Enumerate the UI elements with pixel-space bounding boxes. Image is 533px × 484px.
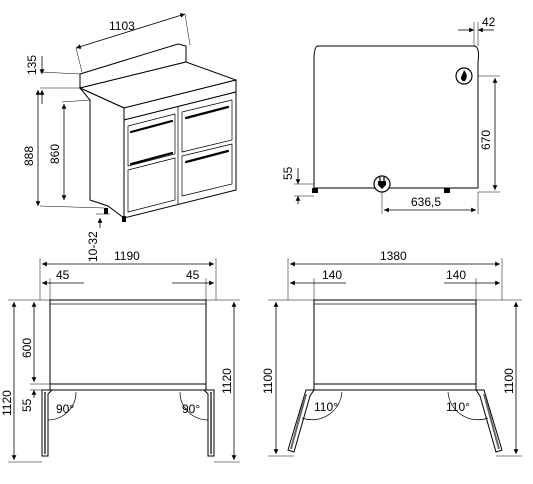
label-plan1-right: 45: [186, 268, 200, 282]
oven-door-right-top: [181, 99, 233, 153]
label-plan1-front: 55: [20, 398, 34, 412]
label-plan2-angle-right: 110°: [446, 400, 470, 414]
label-plan1-depth-open-left: 1120: [0, 390, 14, 416]
cooker-side: [79, 87, 125, 219]
dim-width-top: [75, 13, 186, 49]
backguard: [79, 43, 187, 89]
label-width-top: 1103: [109, 19, 135, 33]
label-height-total: 888: [22, 146, 36, 166]
oven-door-left-bottom: [127, 157, 176, 213]
cooker-front: [123, 91, 237, 219]
plan2-arc-left: [301, 391, 343, 421]
handle: [184, 149, 230, 164]
label-side-gas: 55: [281, 166, 295, 180]
label-plan2-left: 140: [322, 268, 342, 282]
label-plan2-right: 140: [446, 268, 466, 282]
plan1-door-left: [41, 389, 54, 457]
oven-door-left-top: [127, 113, 176, 167]
label-plan1-angle-left: 90°: [56, 402, 74, 416]
plan-view-doors-110: 1380 140 140 110° 110° 1100 1100: [261, 249, 522, 457]
plan1-arc-left: [47, 391, 77, 421]
label-plan1-angle-right: 90°: [182, 402, 200, 416]
label-plan1-depth-open-right: 1120: [220, 368, 234, 394]
label-plan2-total: 1380: [380, 249, 407, 263]
label-side-power: 636,5: [411, 195, 441, 209]
label-plan1-depth: 600: [20, 338, 34, 358]
oven-door-right-bottom: [181, 143, 233, 197]
label-plan2-depth-left: 1100: [261, 368, 275, 394]
side-view: 42 670 55 636,5: [281, 15, 500, 214]
label-plan1-left: 45: [56, 268, 70, 282]
label-side-depth: 670: [479, 130, 493, 150]
label-backguard: 135: [25, 55, 39, 75]
label-feet: 10-32: [86, 231, 100, 262]
label-side-offset: 42: [482, 15, 496, 29]
plan1-arc-right: [179, 391, 209, 421]
handle: [129, 151, 174, 166]
label-height-body: 860: [48, 144, 62, 164]
plan2-cooker-body: [313, 299, 477, 385]
plan2-front-panel: [313, 383, 477, 391]
plan1-front-panel: [49, 383, 207, 391]
label-plan1-total: 1190: [114, 249, 140, 263]
handle: [129, 119, 174, 134]
plan-view-doors-90: 1190 45 45 90° 90° 1120 1120: [0, 249, 240, 463]
perspective-view: 1103 135 888 860: [22, 13, 238, 262]
handle: [184, 105, 230, 120]
label-plan2-angle-left: 110°: [314, 400, 338, 414]
plan2-arc-right: [447, 391, 489, 421]
plan1-door-right: [202, 389, 215, 457]
label-plan2-depth-right: 1100: [502, 368, 516, 394]
cooker-side-profile: [313, 45, 479, 189]
plan1-cooker-body: [49, 299, 207, 385]
